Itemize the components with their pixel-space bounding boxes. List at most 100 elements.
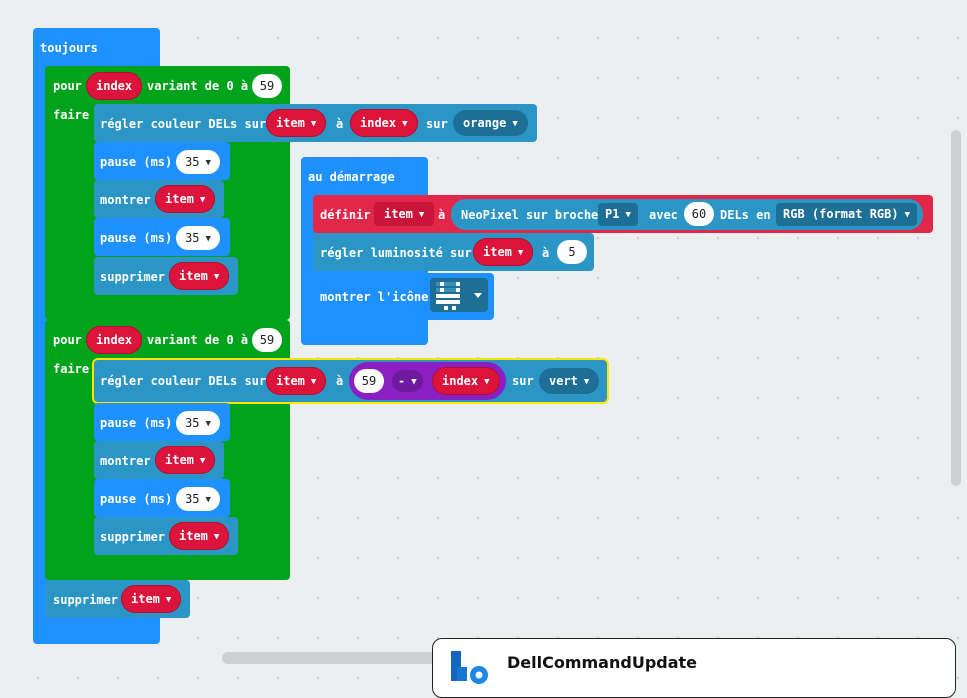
led-count-input[interactable]: 60 bbox=[684, 202, 714, 226]
index-dropdown[interactable]: index ▼ bbox=[432, 367, 500, 395]
var-value: item bbox=[384, 207, 413, 221]
pause-input[interactable]: 35 ▼ bbox=[176, 150, 220, 174]
minuend-input[interactable]: 59 bbox=[354, 369, 384, 393]
strip-dropdown[interactable]: item ▼ bbox=[266, 367, 327, 395]
pause-label: pause (ms) bbox=[100, 492, 173, 506]
chevron-down-icon: ▼ bbox=[205, 234, 211, 244]
chevron-down-icon: ▼ bbox=[484, 377, 490, 387]
pause-value: 35 bbox=[185, 155, 200, 169]
chevron-down-icon: ▼ bbox=[205, 495, 211, 505]
brightness-input[interactable]: 5 bbox=[557, 240, 587, 264]
chevron-down-icon: ▼ bbox=[310, 119, 317, 129]
chevron-down-icon: ▼ bbox=[199, 195, 206, 205]
pause-value: 35 bbox=[185, 231, 200, 245]
chevron-down-icon: ▼ bbox=[904, 210, 911, 220]
pause-label: pause (ms) bbox=[100, 231, 173, 245]
pause-label: pause (ms) bbox=[100, 155, 173, 169]
leds-in-label: DELs en bbox=[720, 208, 771, 222]
pause-input[interactable]: 35 ▼ bbox=[176, 226, 220, 250]
chevron-down-icon: ▼ bbox=[213, 532, 220, 542]
brightness-label: régler luminosité sur bbox=[320, 246, 472, 260]
color-value: orange bbox=[463, 116, 507, 130]
set-color-label: régler couleur DELs sur bbox=[100, 117, 267, 131]
strip-dropdown[interactable]: item ▼ bbox=[155, 185, 216, 213]
strip-dropdown[interactable]: item ▼ bbox=[169, 262, 230, 290]
to-label: à bbox=[438, 208, 446, 222]
vertical-scrollbar[interactable] bbox=[951, 130, 961, 486]
dell-command-update-icon bbox=[451, 651, 488, 684]
range-label: variant de 0 à bbox=[147, 333, 249, 347]
chevron-down-icon: ▼ bbox=[583, 377, 590, 387]
pause-label: pause (ms) bbox=[100, 416, 173, 430]
with-label: avec bbox=[649, 208, 678, 222]
pause-input[interactable]: 35 ▼ bbox=[176, 487, 220, 511]
show-label: montrer bbox=[100, 454, 151, 468]
for-loop-1-body-bg bbox=[45, 100, 92, 306]
operator-dropdown[interactable]: -▼ bbox=[392, 370, 423, 392]
strip-dropdown[interactable]: item ▼ bbox=[155, 446, 216, 474]
neopixel-create-label: NeoPixel sur broche bbox=[461, 208, 599, 222]
index-dropdown[interactable]: index ▼ bbox=[350, 109, 418, 137]
mode-dropdown[interactable]: RGB (format RGB) ▼ bbox=[776, 203, 918, 226]
chevron-down-icon: ▼ bbox=[402, 119, 408, 129]
chevron-down-icon: ▼ bbox=[418, 210, 425, 220]
chevron-down-icon: ▼ bbox=[213, 272, 220, 282]
pause-input[interactable]: 35 ▼ bbox=[176, 411, 220, 435]
pin-dropdown[interactable]: P1▼ bbox=[598, 203, 638, 226]
do-label: faire bbox=[53, 108, 90, 122]
chevron-down-icon: ▼ bbox=[205, 158, 211, 168]
set-brightness-block[interactable] bbox=[313, 233, 594, 271]
strip-dropdown[interactable]: item▼ bbox=[169, 522, 230, 550]
chevron-down-icon: ▼ bbox=[411, 377, 417, 387]
color-dropdown[interactable]: vert ▼ bbox=[539, 368, 600, 394]
on-start-label: au démarrage bbox=[308, 170, 395, 184]
chevron-down-icon: ▼ bbox=[165, 595, 172, 605]
to-label: à bbox=[542, 246, 550, 260]
led-matrix-icon bbox=[436, 282, 482, 310]
do-label: faire bbox=[53, 362, 90, 376]
horizontal-scrollbar[interactable] bbox=[222, 652, 452, 664]
strip-dropdown[interactable]: item ▼ bbox=[121, 585, 182, 613]
notification-toast[interactable]: DellCommandUpdate bbox=[432, 638, 956, 698]
chevron-down-icon: ▼ bbox=[310, 377, 317, 387]
pause-value: 35 bbox=[185, 492, 200, 506]
show-icon-label: montrer l'icône bbox=[320, 290, 429, 304]
loop-max-input[interactable]: 59 bbox=[252, 74, 282, 98]
mode-value: RGB (format RGB) bbox=[783, 207, 899, 221]
loop-var-index[interactable]: index bbox=[86, 72, 143, 100]
for-label: pour bbox=[53, 333, 82, 347]
pause-value: 35 bbox=[185, 416, 200, 430]
clear-label: supprimer bbox=[100, 530, 166, 544]
chevron-down-icon: ▼ bbox=[205, 419, 211, 429]
chevron-down-icon: ▼ bbox=[199, 456, 206, 466]
operator-value: - bbox=[398, 374, 406, 388]
chevron-down-icon: ▼ bbox=[512, 119, 518, 129]
index-value: index bbox=[442, 374, 479, 388]
strip-value: item bbox=[131, 592, 160, 606]
strip-dropdown[interactable]: item ▼ bbox=[266, 109, 327, 137]
clear-label: supprimer bbox=[53, 593, 119, 607]
loop-max-input[interactable]: 59 bbox=[252, 328, 282, 352]
strip-value: item bbox=[165, 192, 194, 206]
define-label: définir bbox=[320, 208, 371, 222]
show-label: montrer bbox=[100, 193, 151, 207]
to-label: à bbox=[336, 117, 344, 131]
for-label: pour bbox=[53, 79, 82, 93]
strip-value: item bbox=[165, 453, 194, 467]
set-color-label: régler couleur DELs sur bbox=[100, 374, 267, 388]
strip-dropdown[interactable]: item▼ bbox=[473, 238, 534, 266]
strip-value: item bbox=[276, 374, 305, 388]
color-value: vert bbox=[549, 374, 578, 388]
notification-title: DellCommandUpdate bbox=[507, 653, 698, 672]
loop-var-index[interactable]: index bbox=[86, 326, 143, 354]
to-label: à bbox=[336, 374, 344, 388]
strip-value: item bbox=[276, 116, 305, 130]
chevron-down-icon: ▼ bbox=[625, 210, 631, 220]
on-label: sur bbox=[512, 374, 534, 388]
strip-value: item bbox=[483, 245, 512, 259]
index-value: index bbox=[360, 116, 397, 130]
var-dropdown[interactable]: item ▼ bbox=[374, 202, 435, 226]
icon-matrix-dropdown[interactable] bbox=[430, 278, 488, 312]
color-dropdown[interactable]: orange ▼ bbox=[453, 110, 528, 136]
strip-value: item bbox=[179, 269, 208, 283]
